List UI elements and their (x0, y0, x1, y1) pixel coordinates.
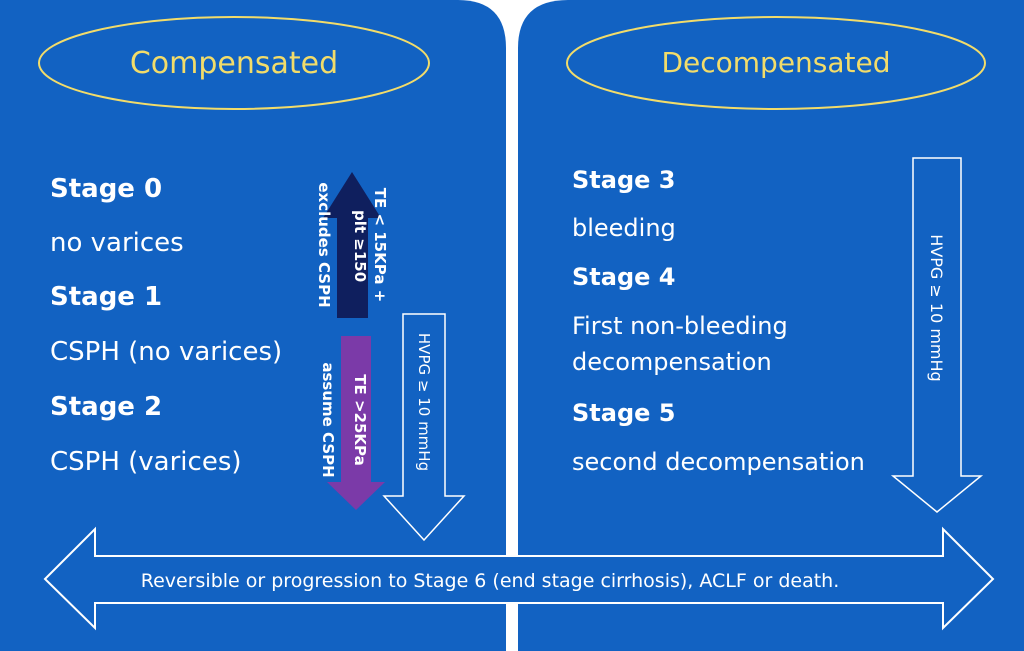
compensated-panel (0, 0, 506, 651)
stage-5-description: second decompensation (572, 448, 865, 476)
te-high-label-group: TE >25KPa assume CSPH (319, 362, 369, 477)
te-high-line2: assume CSPH (319, 362, 337, 477)
decompensated-title-ellipse (566, 16, 986, 110)
stage-4-label: Stage 4 (572, 263, 675, 291)
te-low-up-arrow (323, 172, 381, 318)
bottom-double-arrow (43, 526, 995, 631)
stage-3-label: Stage 3 (572, 166, 675, 194)
compensated-hvpg-label: HVPG ≥ 10 mmHg (415, 333, 433, 471)
te-low-label-group: TE < 15KPa + plt ≥150 excludes CSPH (315, 182, 389, 307)
decompensated-title: Decompensated (661, 46, 890, 79)
decompensated-hvpg-label: HVPG ≥ 10 mmHg (927, 234, 946, 381)
decompensated-hvpg-down-arrow (890, 157, 984, 513)
stage-4-description-line2: decompensation (572, 348, 772, 376)
stage-4-description-line1: First non-bleeding (572, 312, 788, 340)
stage-1-description: CSPH (no varices) (50, 337, 282, 367)
compensated-title: Compensated (130, 46, 338, 81)
compensated-hvpg-down-arrow (382, 313, 466, 542)
te-low-line3: excludes CSPH (315, 182, 333, 307)
stage-3-description: bleeding (572, 214, 676, 242)
stage-2-label: Stage 2 (50, 392, 162, 422)
decompensated-panel (518, 0, 1024, 651)
compensated-title-ellipse (38, 16, 430, 110)
te-high-line1: TE >25KPa (351, 374, 369, 465)
stage-0-description: no varices (50, 228, 184, 258)
te-low-line1: TE < 15KPa + (371, 188, 389, 303)
bottom-arrow-text: Reversible or progression to Stage 6 (en… (141, 570, 840, 592)
te-low-line2: plt ≥150 (351, 210, 369, 282)
stage-0-label: Stage 0 (50, 174, 162, 204)
te-high-down-arrow (327, 336, 385, 510)
stage-1-label: Stage 1 (50, 282, 162, 312)
stage-5-label: Stage 5 (572, 399, 675, 427)
stage-2-description: CSPH (varices) (50, 447, 242, 477)
